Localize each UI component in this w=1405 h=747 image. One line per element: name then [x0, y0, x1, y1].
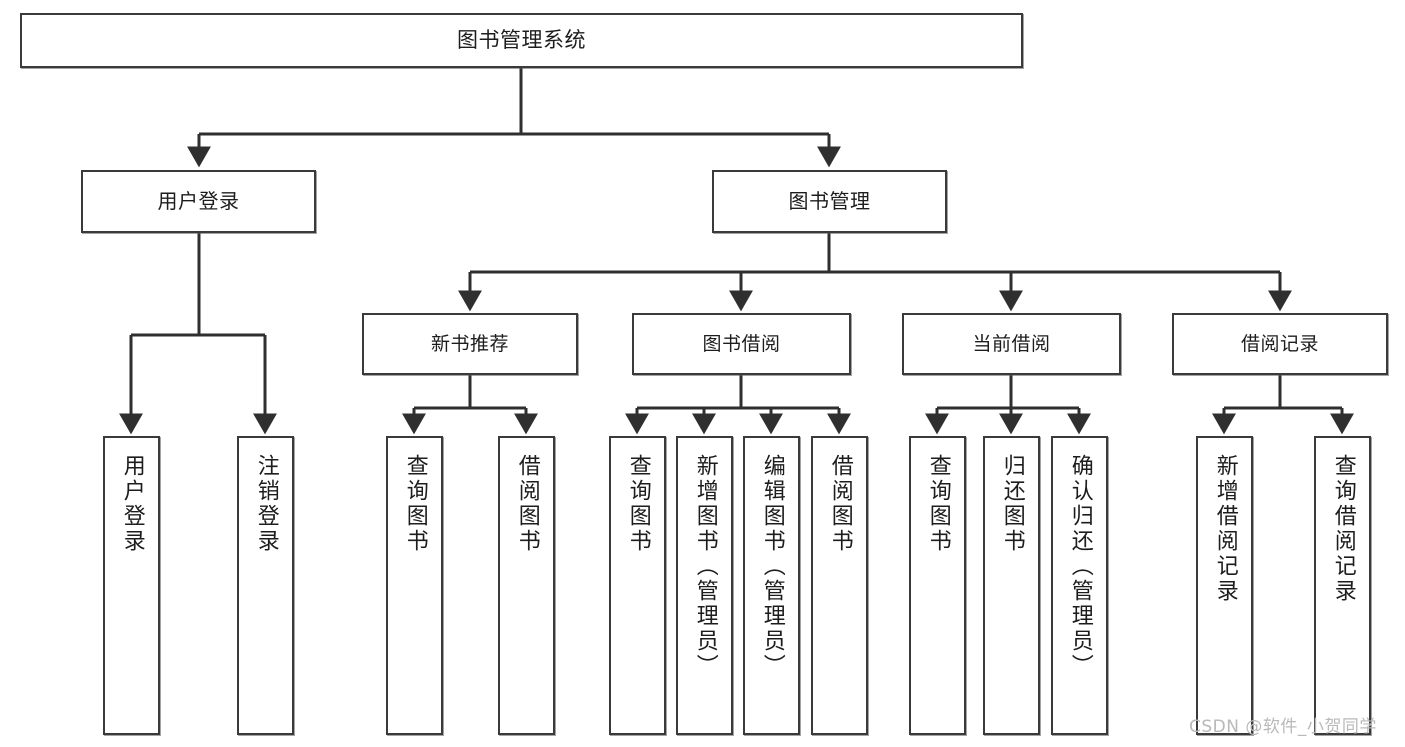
leaf-borrow-book[interactable]: 借阅图书 — [811, 436, 868, 735]
node-label: 图书管理系统 — [457, 28, 586, 53]
node-user-login[interactable]: 用户登录 — [81, 170, 316, 233]
node-label: 新书推荐 — [430, 332, 509, 355]
node-current-borrow[interactable]: 当前借阅 — [902, 313, 1121, 375]
node-label: 当前借阅 — [972, 332, 1051, 355]
node-label: 借阅图书 — [514, 454, 540, 554]
leaf-add-borrow-record[interactable]: 新增借阅记录 — [1196, 436, 1253, 735]
leaf-edit-book-admin[interactable]: 编辑图书（管理员） — [743, 436, 800, 735]
leaf-query-book-recommend[interactable]: 查询图书 — [386, 436, 443, 735]
node-new-book-recommend[interactable]: 新书推荐 — [362, 313, 578, 375]
node-label: 查询图书 — [402, 454, 428, 554]
leaf-query-book-current[interactable]: 查询图书 — [909, 436, 966, 735]
node-book-borrow[interactable]: 图书借阅 — [632, 313, 851, 375]
leaf-logout[interactable]: 注销登录 — [237, 436, 294, 735]
node-label: 借阅记录 — [1240, 332, 1319, 355]
node-book-management[interactable]: 图书管理 — [712, 170, 947, 233]
node-label: 用户登录 — [119, 454, 145, 554]
node-label: 图书借阅 — [702, 332, 781, 355]
node-label: 新增图书（管理员） — [692, 454, 718, 679]
node-label: 注销登录 — [253, 454, 279, 554]
node-label: 查询图书 — [925, 454, 951, 554]
leaf-add-book-admin[interactable]: 新增图书（管理员） — [676, 436, 733, 735]
node-label: 借阅图书 — [827, 454, 853, 554]
leaf-query-book-borrow[interactable]: 查询图书 — [609, 436, 666, 735]
leaf-query-borrow-record[interactable]: 查询借阅记录 — [1314, 436, 1371, 735]
node-label: 图书管理 — [788, 188, 871, 213]
node-label: 归还图书 — [999, 454, 1025, 554]
node-label: 查询借阅记录 — [1330, 454, 1356, 604]
node-root[interactable]: 图书管理系统 — [20, 13, 1023, 68]
node-label: 新增借阅记录 — [1212, 454, 1238, 604]
leaf-borrow-book-recommend[interactable]: 借阅图书 — [498, 436, 555, 735]
node-borrow-record[interactable]: 借阅记录 — [1172, 313, 1388, 375]
leaf-return-book[interactable]: 归还图书 — [983, 436, 1040, 735]
leaf-confirm-return-admin[interactable]: 确认归还（管理员） — [1051, 436, 1108, 735]
leaf-user-login[interactable]: 用户登录 — [103, 436, 160, 735]
node-label: 确认归还（管理员） — [1067, 454, 1093, 679]
node-label: 查询图书 — [625, 454, 651, 554]
node-label: 用户登录 — [157, 188, 240, 213]
node-label: 编辑图书（管理员） — [759, 454, 785, 679]
